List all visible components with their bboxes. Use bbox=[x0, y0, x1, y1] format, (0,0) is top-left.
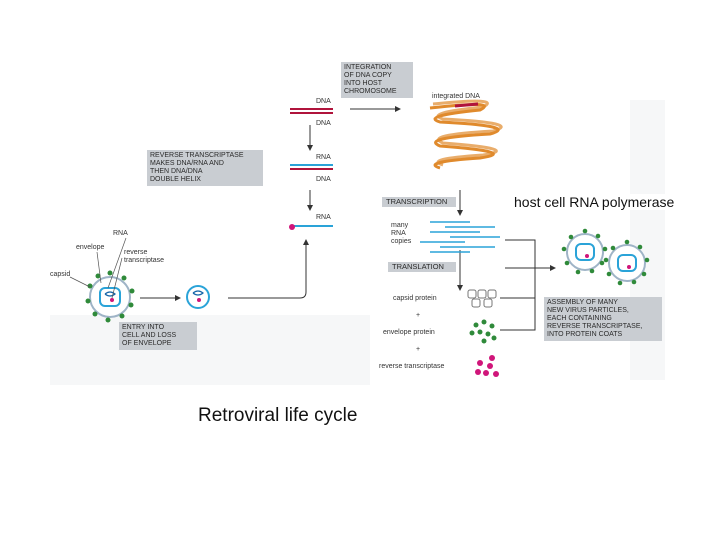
integrated-dna-chromosome bbox=[429, 99, 503, 170]
label-virus-rna: RNA bbox=[113, 230, 128, 237]
label-dna-bottom: DNA bbox=[316, 120, 331, 127]
overlay-label-host-rna-polymerase: host cell RNA polymerase bbox=[512, 194, 677, 210]
label-virus-envelope: envelope bbox=[76, 244, 105, 251]
capsid-protein-units bbox=[467, 289, 497, 308]
step-box-assembly: ASSEMBLY OF MANY NEW VIRUS PARTICLES, EA… bbox=[544, 297, 662, 341]
new-virus-particle-1 bbox=[561, 228, 608, 275]
rna-with-reverse-transcriptase bbox=[289, 224, 333, 230]
uncoated-capsid bbox=[186, 285, 210, 309]
label-capsid-protein: capsid protein bbox=[393, 295, 437, 302]
label-virus-reverse-transcriptase: reverse transcriptase bbox=[124, 249, 165, 264]
label-integrated-dna: integrated DNA bbox=[432, 93, 480, 100]
dna-rna-hybrid bbox=[290, 164, 333, 170]
label-pointers bbox=[69, 237, 127, 299]
reverse-transcriptase-molecules bbox=[475, 355, 499, 377]
step-band-translation: TRANSLATION bbox=[388, 262, 456, 272]
new-virus-particle-2 bbox=[603, 239, 650, 286]
step-box-integration: INTEGRATION OF DNA COPY INTO HOST CHROMO… bbox=[341, 62, 413, 98]
label-plus-1: + bbox=[416, 312, 421, 319]
label-rna-mid: RNA bbox=[316, 154, 331, 161]
background-texture bbox=[50, 100, 665, 385]
envelope-protein-cluster bbox=[469, 319, 497, 344]
label-rna-copies: many RNA copies bbox=[391, 222, 412, 245]
slide-caption: Retroviral life cycle bbox=[198, 405, 358, 426]
label-rna-low: RNA bbox=[316, 214, 331, 221]
step-box-entry: ENTRY INTO CELL AND LOSS OF ENVELOPE bbox=[119, 322, 197, 350]
step-band-transcription: TRANSCRIPTION bbox=[382, 197, 456, 207]
step-box-reverse-transcriptase: REVERSE TRANSCRIPTASE MAKES DNA/RNA AND … bbox=[147, 150, 263, 186]
process-arrows bbox=[140, 106, 556, 331]
label-virus-capsid: capsid bbox=[50, 271, 71, 278]
incoming-virus-particle bbox=[85, 270, 135, 323]
label-dna-mid: DNA bbox=[316, 176, 331, 183]
label-plus-2: + bbox=[416, 346, 421, 353]
label-dna-top: DNA bbox=[316, 98, 331, 105]
label-reverse-transcriptase-product: reverse transcriptase bbox=[379, 363, 445, 370]
rna-copies bbox=[420, 221, 500, 253]
label-envelope-protein: envelope protein bbox=[383, 329, 435, 336]
dna-dna-helix bbox=[290, 108, 333, 114]
